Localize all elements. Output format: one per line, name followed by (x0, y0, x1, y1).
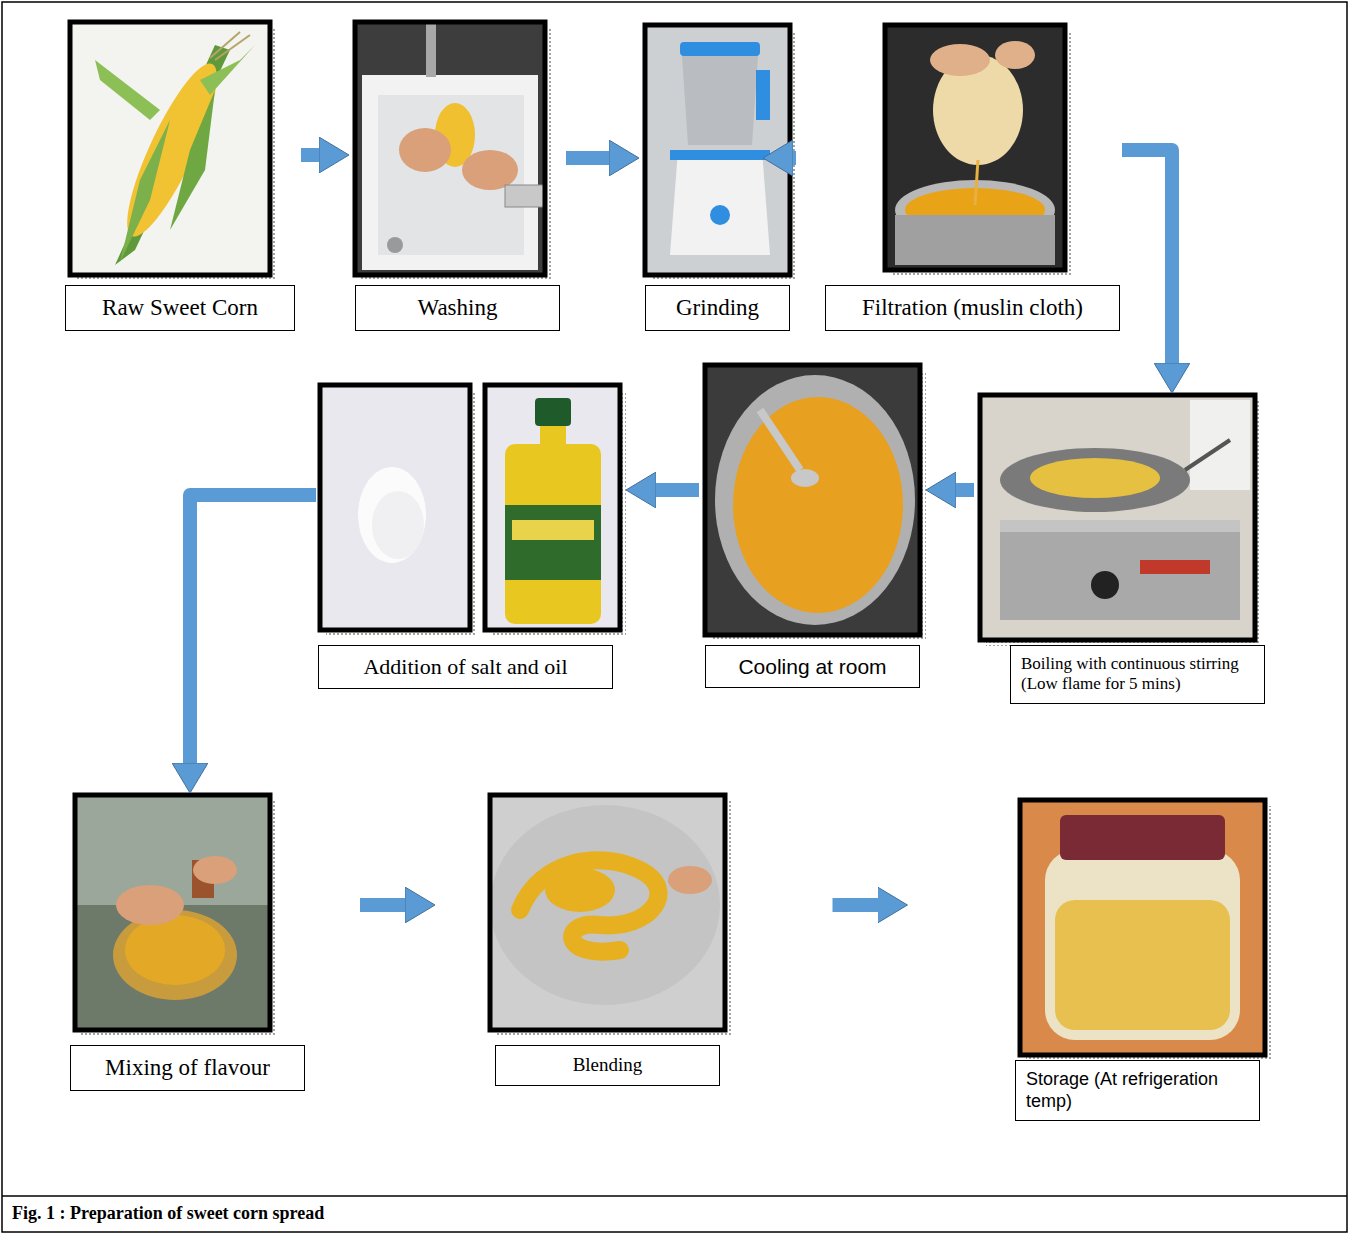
step-label: Grinding (656, 294, 779, 322)
step-label: Addition of salt and oil (329, 654, 602, 680)
boiling-photo (980, 395, 1261, 646)
grinder-photo (645, 25, 796, 281)
step-label: Raw Sweet Corn (76, 294, 284, 322)
process-step: Blending (490, 795, 725, 1086)
step-label: Cooling at room (716, 654, 909, 679)
process-step: Washing (355, 22, 560, 331)
flow-arrow (1122, 150, 1172, 365)
process-step: Boiling with continuous stirring (Low fl… (980, 395, 1265, 704)
step-label-box: Mixing of flavour (70, 1045, 305, 1091)
flow-arrow (301, 148, 321, 162)
oil-bottle-photo (485, 385, 626, 636)
step-label: Filtration (muslin cloth) (836, 294, 1109, 322)
salt-photo (320, 385, 476, 636)
process-step: Filtration (muslin cloth) (825, 25, 1120, 331)
storage-photo (1020, 800, 1271, 1061)
filtration-photo (885, 25, 1071, 276)
flow-arrow (566, 151, 611, 165)
flow-arrow (791, 151, 796, 165)
step-label-box: Cooling at room (705, 645, 920, 688)
step-label-box: Washing (355, 285, 560, 331)
flow-arrow (833, 898, 880, 912)
step-label: Storage (At refrigeration temp) (1026, 1069, 1249, 1112)
flow-arrow (360, 898, 407, 912)
step-label: Mixing of flavour (81, 1054, 294, 1082)
corn-photo (70, 22, 276, 281)
flow-arrow (190, 495, 316, 765)
step-label-box: Filtration (muslin cloth) (825, 285, 1120, 331)
caption-text: Fig. 1 : Preparation of sweet corn sprea… (12, 1203, 324, 1223)
process-step: Addition of salt and oil (318, 385, 620, 689)
flow-arrow (654, 483, 699, 497)
washing-photo (355, 22, 551, 281)
process-step: Grinding (645, 25, 790, 331)
step-label-box: Addition of salt and oil (318, 645, 613, 689)
process-step: Raw Sweet Corn (65, 22, 295, 331)
flow-arrow (954, 483, 974, 497)
step-label-box: Blending (495, 1045, 720, 1086)
step-label: Washing (366, 294, 549, 322)
cooling-photo (705, 365, 926, 641)
step-label-box: Storage (At refrigeration temp) (1015, 1060, 1260, 1121)
process-step: Cooling at room (705, 365, 920, 688)
process-step: Storage (At refrigeration temp) (1015, 800, 1265, 1121)
step-label: Blending (506, 1054, 709, 1077)
step-label: Boiling with continuous stirring (Low fl… (1021, 654, 1254, 695)
caption-rule (2, 1195, 1347, 1197)
step-label-box: Raw Sweet Corn (65, 285, 295, 331)
blending-photo (490, 795, 731, 1036)
step-label-box: Grinding (645, 285, 790, 331)
process-step: Mixing of flavour (70, 795, 305, 1091)
step-label-box: Boiling with continuous stirring (Low fl… (1010, 645, 1265, 704)
mixing-photo (75, 795, 276, 1036)
figure-caption: Fig. 1 : Preparation of sweet corn sprea… (12, 1203, 324, 1224)
